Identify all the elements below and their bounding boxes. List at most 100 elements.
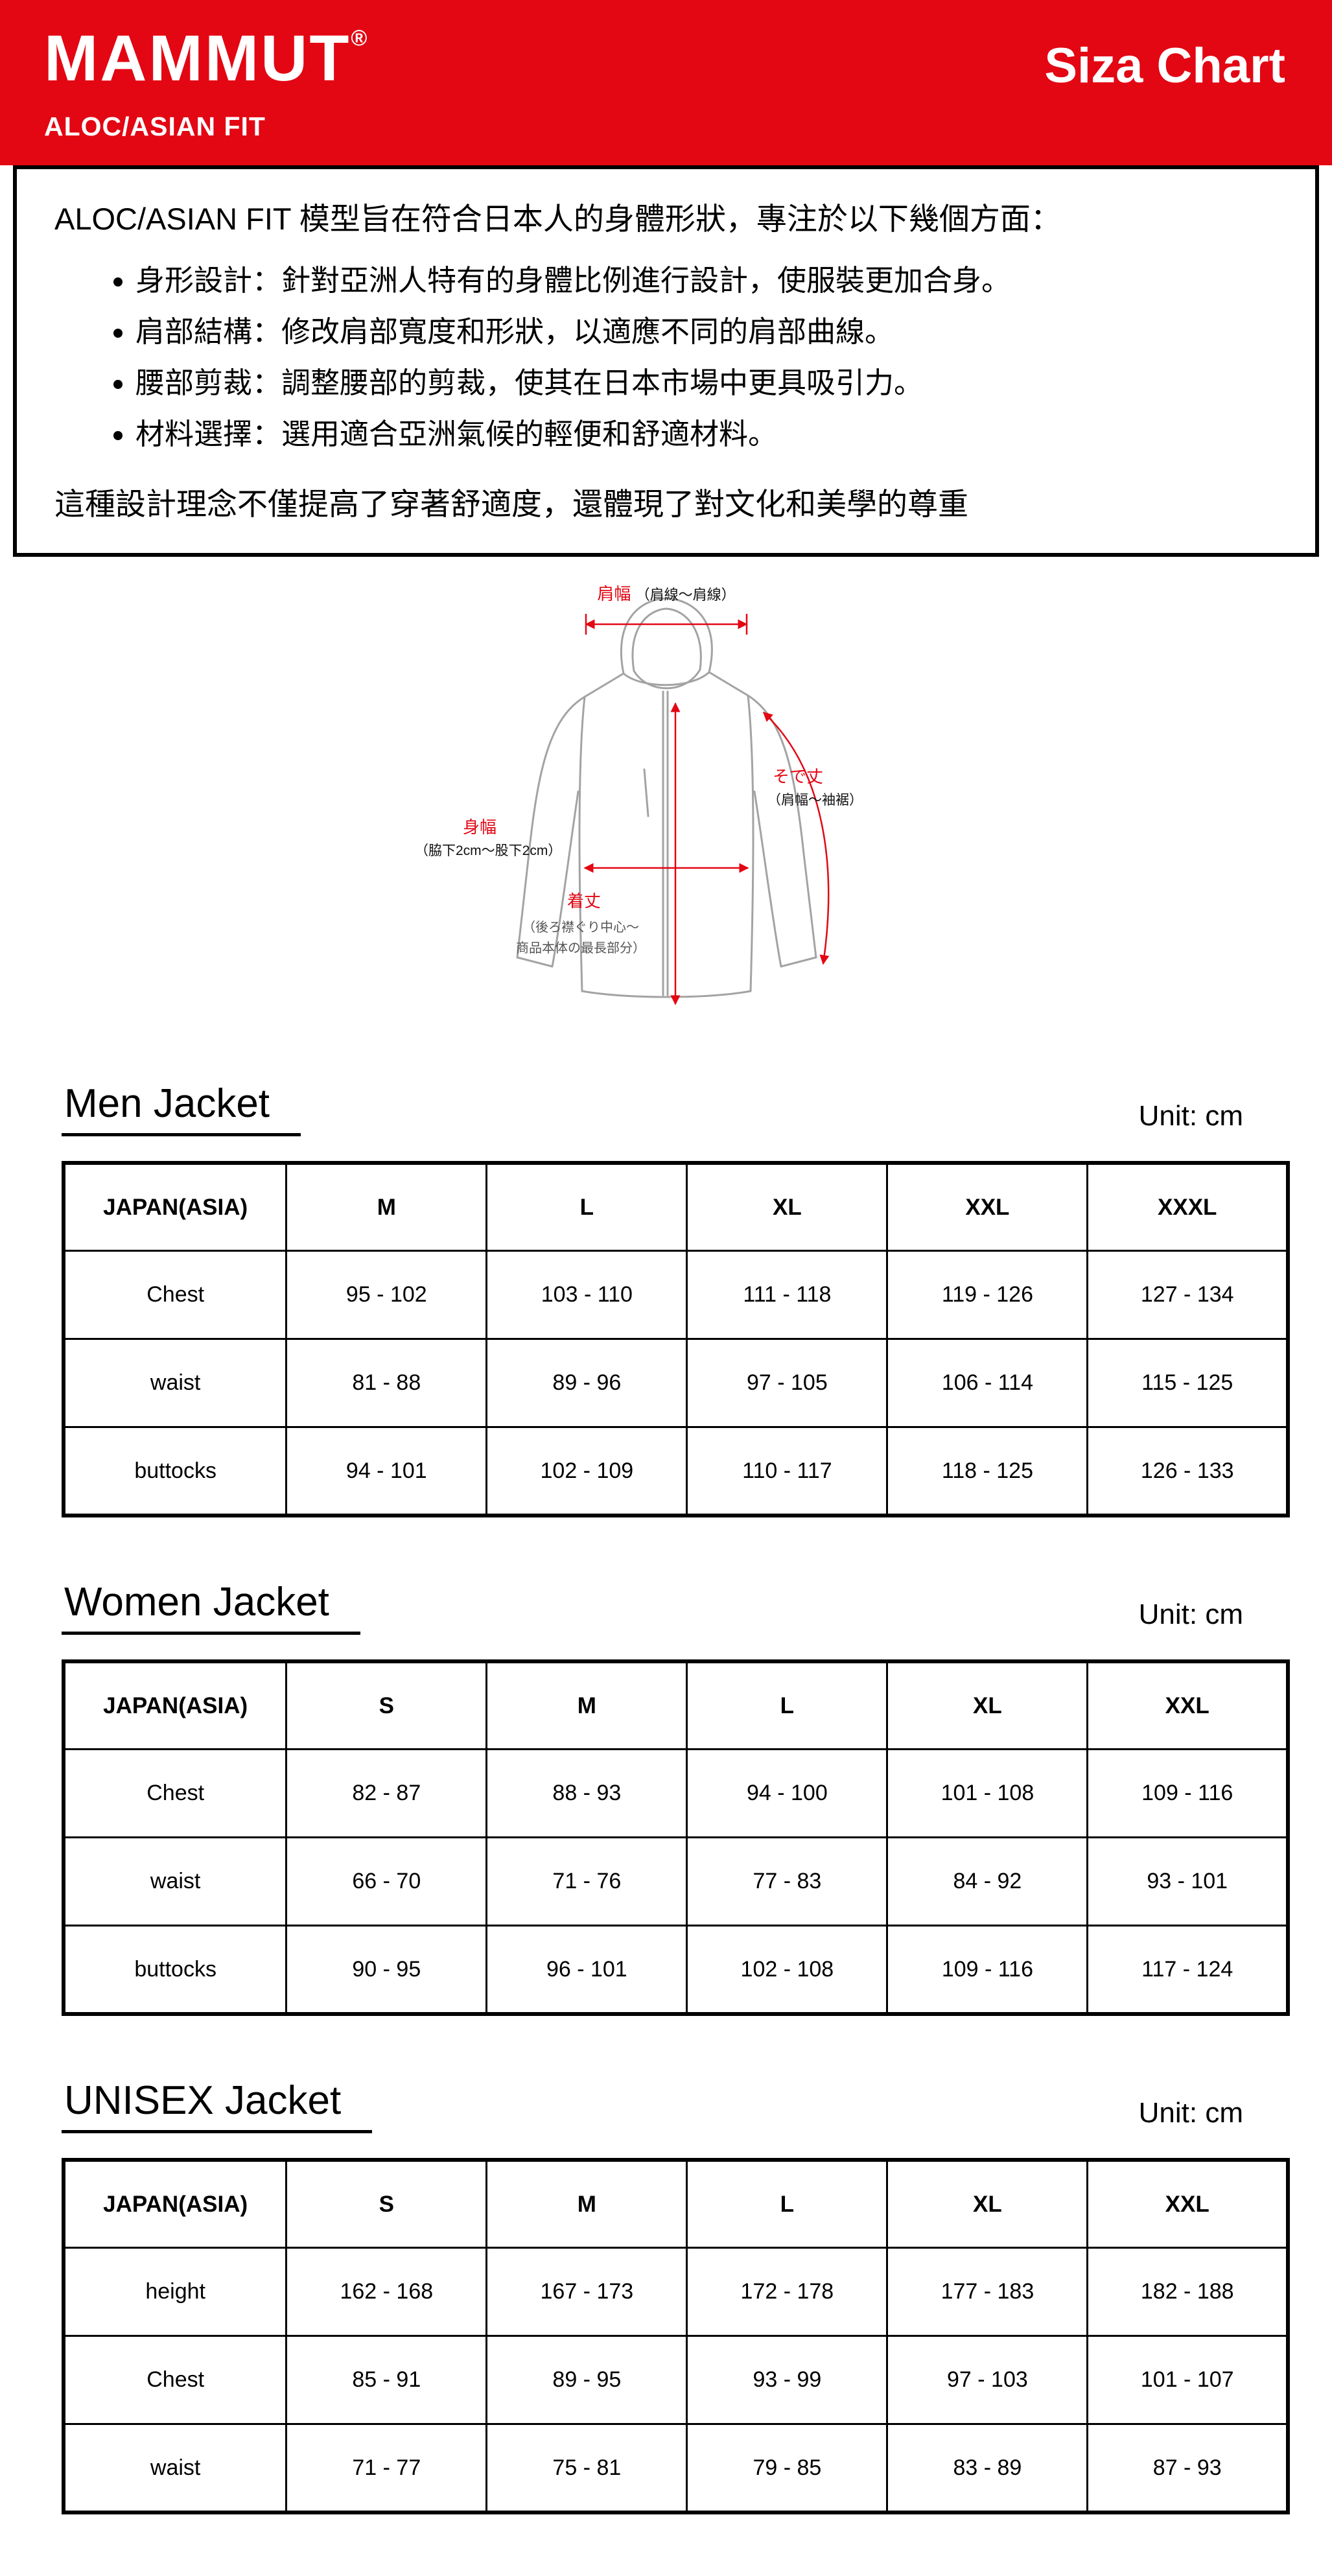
unit-label: Unit: cm bbox=[1138, 2096, 1243, 2129]
section-head: Men Jacket Unit: cm bbox=[62, 1081, 1290, 1136]
size-range-cell: 109 - 116 bbox=[1086, 1748, 1289, 1839]
jacket-diagram: 肩幅 （肩線～肩線） そで丈 （肩幅～袖裾） 身幅 （脇下2cm～股下2cm） … bbox=[386, 575, 946, 1058]
section-head: UNISEX Jacket Unit: cm bbox=[62, 2078, 1290, 2133]
column-header: S bbox=[285, 1660, 488, 1751]
size-range-cell: 117 - 124 bbox=[1086, 1925, 1289, 2015]
row-label: Chest bbox=[62, 1250, 288, 1341]
size-range-cell: 71 - 76 bbox=[485, 1836, 688, 1927]
size-range-cell: 109 - 116 bbox=[886, 1925, 1089, 2015]
garment-length-label: 着丈 bbox=[567, 891, 600, 911]
sleeve-length-label: そで丈 bbox=[773, 767, 823, 786]
size-range-cell: 172 - 178 bbox=[686, 2247, 889, 2337]
size-range-cell: 79 - 85 bbox=[686, 2423, 889, 2514]
garment-length-note-2: 商品本体の最長部分） bbox=[516, 941, 646, 955]
size-range-cell: 111 - 118 bbox=[686, 1250, 889, 1341]
registered-mark: ® bbox=[351, 26, 368, 51]
size-range-cell: 162 - 168 bbox=[285, 2247, 488, 2337]
intro-bullet: 身形設計：針對亞洲人特有的身體比例進行設計，使服裝更加合身。 bbox=[135, 263, 1279, 298]
size-range-cell: 115 - 125 bbox=[1086, 1338, 1289, 1429]
size-range-cell: 101 - 108 bbox=[886, 1748, 1089, 1839]
row-label: Chest bbox=[62, 1748, 288, 1839]
column-header: JAPAN(ASIA) bbox=[62, 1162, 288, 1252]
column-header: M bbox=[485, 1660, 688, 1751]
row-label: waist bbox=[62, 1836, 288, 1927]
column-header: XXL bbox=[1086, 1660, 1289, 1751]
section-title: UNISEX Jacket bbox=[62, 2078, 373, 2133]
column-header: XL bbox=[886, 2159, 1089, 2249]
sleeve-length-note: （肩幅～袖裾） bbox=[767, 793, 863, 808]
section-title: Men Jacket bbox=[62, 1081, 301, 1136]
intro-bullet: 肩部結構：修改肩部寬度和形狀，以適應不同的肩部曲線。 bbox=[135, 314, 1279, 349]
body-width-note: （脇下2cm～股下2cm） bbox=[415, 843, 561, 858]
row-label: Chest bbox=[62, 2335, 288, 2426]
size-range-cell: 94 - 100 bbox=[686, 1748, 889, 1839]
jacket-measurement-svg: 肩幅 （肩線～肩線） そで丈 （肩幅～袖裾） 身幅 （脇下2cm～股下2cm） … bbox=[415, 584, 863, 1005]
intro-heading: ALOC/ASIAN FIT 模型旨在符合日本人的身體形狀，專注於以下幾個方面： bbox=[54, 202, 1061, 236]
column-header: M bbox=[485, 2159, 688, 2249]
size-range-cell: 103 - 110 bbox=[485, 1250, 688, 1341]
size-range-cell: 97 - 103 bbox=[886, 2335, 1089, 2426]
size-range-cell: 95 - 102 bbox=[285, 1250, 488, 1341]
column-header: L bbox=[686, 2159, 889, 2249]
size-range-cell: 102 - 108 bbox=[686, 1925, 889, 2015]
column-header: XL bbox=[886, 1660, 1089, 1751]
section-title: Women Jacket bbox=[62, 1579, 360, 1635]
size-range-cell: 182 - 188 bbox=[1086, 2247, 1289, 2337]
column-header: XL bbox=[686, 1162, 889, 1252]
unit-label: Unit: cm bbox=[1138, 1099, 1243, 1132]
size-range-cell: 97 - 105 bbox=[686, 1338, 889, 1429]
section-head: Women Jacket Unit: cm bbox=[62, 1579, 1290, 1635]
fit-model-label: ALOC/ASIAN FIT bbox=[44, 111, 266, 141]
brand-block: MAMMUT® ALOC/ASIAN FIT bbox=[44, 26, 1287, 142]
row-label: height bbox=[62, 2247, 288, 2337]
size-range-cell: 101 - 107 bbox=[1086, 2335, 1289, 2426]
size-range-cell: 96 - 101 bbox=[485, 1925, 688, 2015]
row-label: waist bbox=[62, 1338, 288, 1429]
size-range-cell: 89 - 96 bbox=[485, 1338, 688, 1429]
size-range-cell: 83 - 89 bbox=[886, 2423, 1089, 2514]
measurement-annotations: 肩幅 （肩線～肩線） そで丈 （肩幅～袖裾） 身幅 （脇下2cm～股下2cm） … bbox=[415, 584, 863, 1005]
intro-footer: 這種設計理念不僅提高了穿著舒適度，還體現了對文化和美學的尊重 bbox=[54, 486, 968, 521]
garment-length-note-1: （後ろ襟ぐり中心～ bbox=[522, 920, 639, 935]
size-range-cell: 106 - 114 bbox=[886, 1338, 1089, 1429]
column-header: XXXL bbox=[1086, 1162, 1289, 1252]
size-range-cell: 85 - 91 bbox=[285, 2335, 488, 2426]
size-range-cell: 88 - 93 bbox=[485, 1748, 688, 1839]
intro-bullet: 材料選擇：選用適合亞洲氣候的輕便和舒適材料。 bbox=[135, 417, 1279, 452]
size-range-cell: 110 - 117 bbox=[686, 1426, 889, 1517]
intro-bullet: 腰部剪裁：調整腰部的剪裁，使其在日本市場中更具吸引力。 bbox=[135, 366, 1279, 401]
shoulder-width-note: （肩線～肩線） bbox=[635, 587, 735, 603]
size-range-cell: 81 - 88 bbox=[285, 1338, 488, 1429]
intro-panel: ALOC/ASIAN FIT 模型旨在符合日本人的身體形狀，專注於以下幾個方面：… bbox=[13, 165, 1319, 557]
size-range-cell: 118 - 125 bbox=[886, 1426, 1089, 1517]
size-range-cell: 127 - 134 bbox=[1086, 1250, 1289, 1341]
unit-label: Unit: cm bbox=[1138, 1598, 1243, 1630]
size-range-cell: 102 - 109 bbox=[485, 1426, 688, 1517]
size-range-cell: 77 - 83 bbox=[686, 1836, 889, 1927]
column-header: L bbox=[485, 1162, 688, 1252]
shoulder-width-label: 肩幅 bbox=[597, 584, 631, 603]
size-range-cell: 71 - 77 bbox=[285, 2423, 488, 2514]
column-header: L bbox=[686, 1660, 889, 1751]
column-header: XXL bbox=[1086, 2159, 1289, 2249]
row-label: waist bbox=[62, 2423, 288, 2514]
brand-logo: MAMMUT bbox=[44, 22, 351, 95]
sleeve-length-arrow bbox=[762, 711, 829, 965]
body-width-label: 身幅 bbox=[463, 817, 497, 837]
